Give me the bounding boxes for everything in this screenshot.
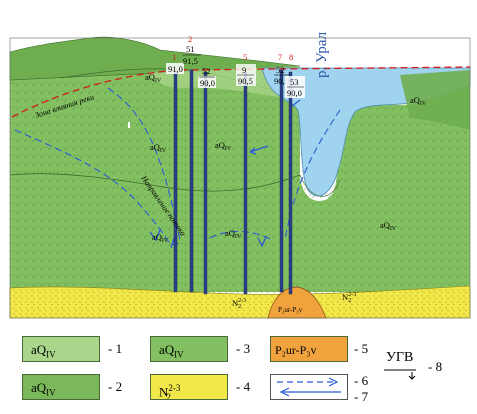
legend-num-7: - 7 bbox=[354, 389, 369, 404]
legend-arrows-icon bbox=[277, 377, 341, 397]
well-2-number: 2 bbox=[188, 34, 192, 44]
svg-text:aQIV: aQIV bbox=[380, 220, 397, 232]
legend-ugv-label: УГВ bbox=[386, 350, 414, 365]
legend-swatch-5: P₂ur-P₃v bbox=[270, 336, 348, 362]
well-8-number: 8 bbox=[289, 52, 293, 62]
svg-text:aQIV: aQIV bbox=[410, 95, 427, 107]
legend-num-8: - 8 bbox=[428, 359, 443, 374]
svg-text:aQIV: aQIV bbox=[215, 140, 232, 152]
legend-swatch-3: aQIV bbox=[150, 336, 228, 362]
well-1-number: 1 bbox=[172, 52, 176, 62]
well-8-top: 53 bbox=[290, 77, 299, 87]
right-bank-layer bbox=[400, 70, 470, 130]
river-label: р. Урал bbox=[314, 31, 330, 78]
well-5-top: 9 bbox=[242, 65, 246, 75]
well-5-number: 5 bbox=[243, 52, 247, 62]
well-3-bottom: 90,0 bbox=[200, 78, 215, 88]
legend-ugv-icon bbox=[384, 369, 416, 380]
svg-text:aQIV: aQIV bbox=[152, 232, 169, 244]
legend-num-5: - 5 bbox=[354, 341, 369, 356]
svg-text:aQIV: aQIV bbox=[225, 228, 242, 240]
terrace-layer bbox=[150, 66, 300, 100]
ground-surface-line bbox=[11, 66, 471, 118]
well-labels: 1 91,0 2 51 91,5 52 90,0 5 9 90,5 7 52 9… bbox=[166, 34, 305, 98]
legend-num-4: - 4 bbox=[236, 379, 251, 394]
svg-text:P₂ur-P₃v: P₂ur-P₃v bbox=[278, 306, 303, 314]
svg-text:aQIV: aQIV bbox=[145, 72, 162, 84]
well-7-top: 52 bbox=[276, 65, 285, 75]
legend-swatch-1: aQIV bbox=[22, 336, 100, 362]
legend-num-6: - 6 bbox=[354, 373, 369, 388]
well-5-bottom: 90,5 bbox=[238, 76, 253, 86]
legend-swatch-4: N2-32 bbox=[150, 374, 228, 400]
legend: aQIV - 1 aQIV - 3 P₂ur-P₃v - 5 aQIV - 2 … bbox=[0, 330, 477, 414]
geological-cross-section: 1 91,0 2 51 91,5 52 90,0 5 9 90,5 7 52 9… bbox=[9, 31, 471, 319]
well-2-top: 51 bbox=[186, 44, 195, 54]
permian-dome bbox=[267, 286, 327, 319]
well-3-top: 52 bbox=[202, 66, 211, 76]
legend-swatch-2: aQIV bbox=[22, 374, 100, 400]
well-2-bottom: 91,5 bbox=[183, 56, 198, 66]
marker bbox=[128, 122, 130, 128]
svg-text:N2-32: N2-32 bbox=[342, 292, 356, 304]
legend-swatch-arrows bbox=[270, 374, 348, 400]
well-1-bottom: 91,0 bbox=[168, 64, 183, 74]
svg-text:N2-32: N2-32 bbox=[232, 298, 246, 310]
well-7-bottom: 90,0 bbox=[274, 76, 289, 86]
well-8-bottom: 90,0 bbox=[287, 88, 302, 98]
well-7-number: 7 bbox=[278, 52, 282, 62]
legend-num-1: - 1 bbox=[108, 341, 123, 356]
legend-num-3: - 3 bbox=[236, 341, 251, 356]
svg-text:aQIV: aQIV bbox=[150, 142, 167, 154]
wells bbox=[173, 69, 293, 295]
legend-num-2: - 2 bbox=[108, 379, 123, 394]
